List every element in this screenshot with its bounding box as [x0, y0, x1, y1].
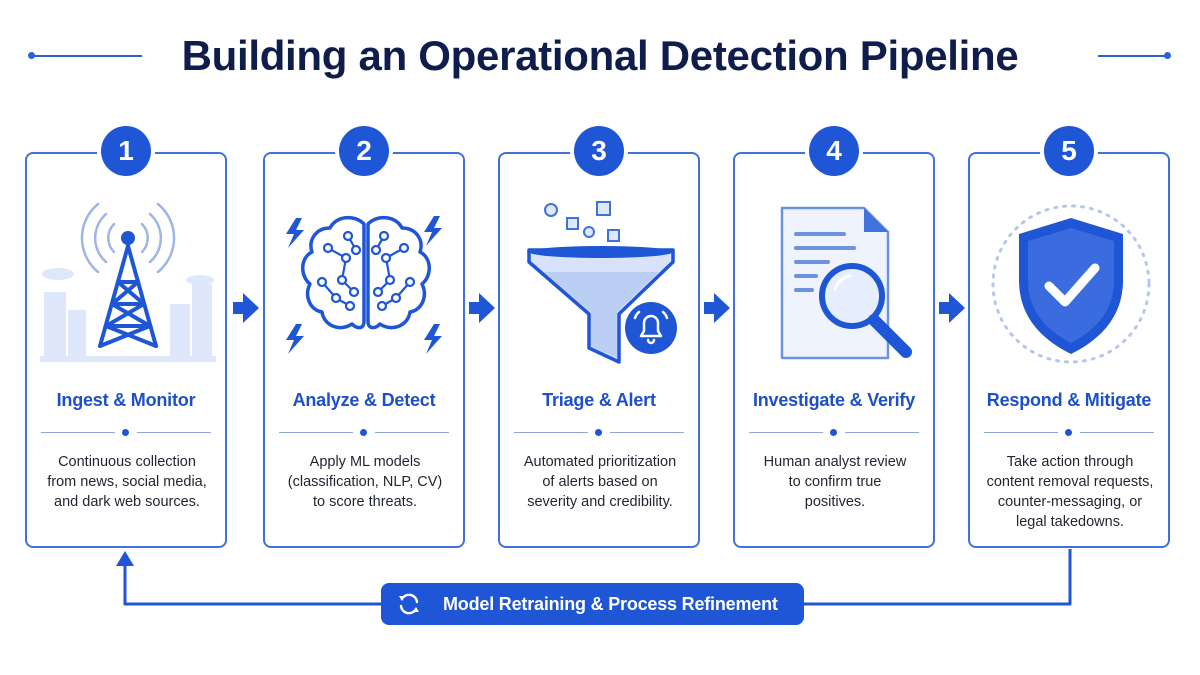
- step-number-badge: 1: [101, 126, 151, 176]
- step-title: Respond & Mitigate: [986, 390, 1152, 410]
- separator: [41, 428, 211, 438]
- title-decoration-line-left: [34, 55, 142, 57]
- title-decoration-dot-left: [28, 52, 35, 59]
- step-number-badge: 4: [809, 126, 859, 176]
- separator: [984, 428, 1154, 438]
- step-title: Ingest & Monitor: [56, 390, 196, 410]
- shield-check-icon: [991, 204, 1151, 364]
- radio-tower-icon: [40, 202, 216, 362]
- step-title: Triage & Alert: [542, 390, 656, 410]
- title-decoration-line-right: [1098, 55, 1166, 57]
- step-number-badge: 5: [1044, 126, 1094, 176]
- page-title: Building an Operational Detection Pipeli…: [181, 32, 1019, 79]
- separator: [749, 428, 919, 438]
- step-card-2: Analyze & Detect Apply ML models(classif…: [263, 152, 465, 548]
- document-magnifier-icon: [780, 206, 912, 360]
- flow-arrow-icon: [469, 293, 495, 323]
- feedback-loop-text: Model Retraining & Process Refinement: [443, 594, 778, 614]
- refresh-icon: [399, 593, 419, 615]
- feedback-loop-label: Model Retraining & Process Refinement: [381, 583, 804, 625]
- separator: [279, 428, 449, 438]
- step-title: Investigate & Verify: [752, 390, 916, 410]
- flow-arrow-icon: [233, 293, 259, 323]
- title-decoration-dot-right: [1164, 52, 1171, 59]
- step-title: Analyze & Detect: [292, 390, 436, 410]
- separator: [514, 428, 684, 438]
- title-row: Building an Operational Detection Pipeli…: [0, 24, 1200, 88]
- flow-arrow-icon: [939, 293, 965, 323]
- step-description: Apply ML models(classification, NLP, CV)…: [287, 454, 443, 510]
- brain-icon: [286, 215, 442, 354]
- step-number-badge: 2: [339, 126, 389, 176]
- step-card-4: Investigate & Verify Human analyst revie…: [733, 152, 935, 548]
- funnel-alert-icon: [527, 201, 677, 364]
- flow-arrow-icon: [704, 293, 730, 323]
- step-number-badge: 3: [574, 126, 624, 176]
